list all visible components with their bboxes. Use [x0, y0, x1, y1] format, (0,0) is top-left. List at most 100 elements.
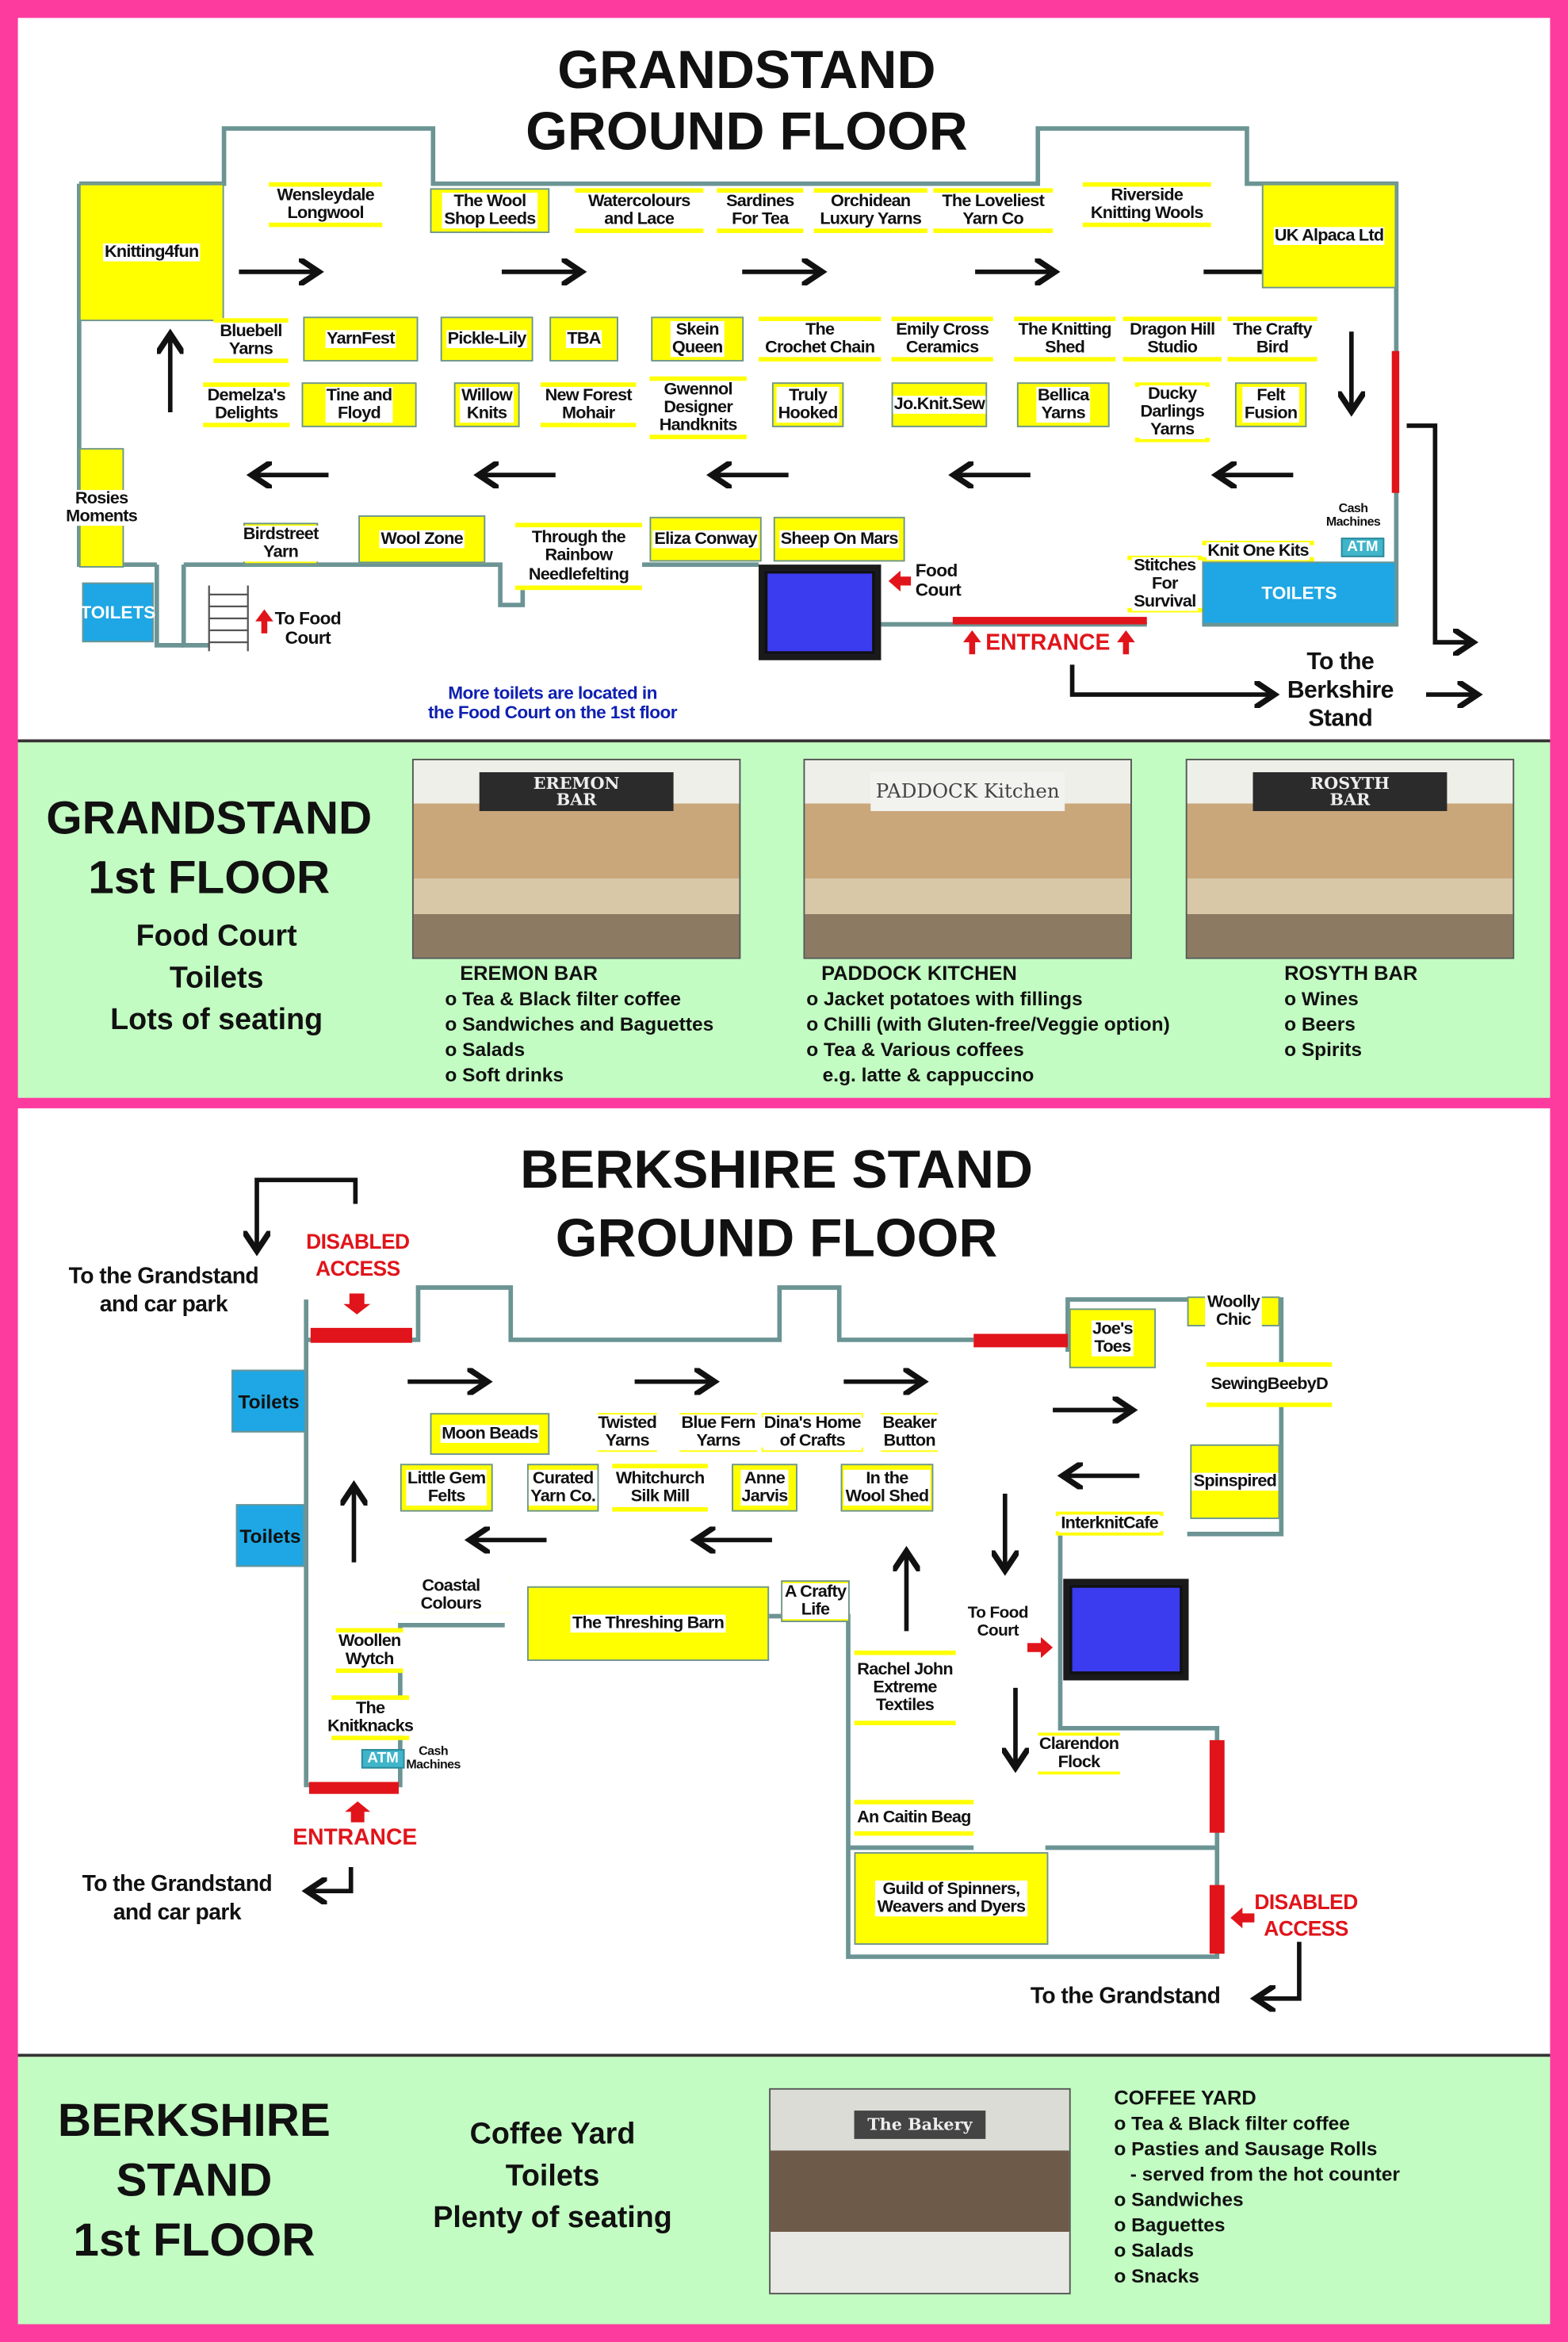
divider	[17, 739, 1551, 743]
stall-name: Knitting4fun	[103, 243, 201, 262]
stall-name: Ducky Darlings Yarns	[1138, 385, 1206, 440]
stall-20: SewingBeebyD	[1207, 1362, 1333, 1407]
disabled-access-right-label: DISABLED ACCESS	[1254, 1889, 1358, 1941]
stall-name: Eliza Conway	[652, 530, 759, 549]
stall-5: Orchidean Luxury Yarns	[813, 188, 927, 233]
stall-name: InterknitCafe	[1059, 1514, 1160, 1533]
stairs-icon	[208, 585, 249, 652]
stall-12: TBA	[549, 316, 618, 362]
stall-8: Anne Jarvis	[732, 1464, 797, 1512]
arrow-up-icon	[963, 630, 981, 655]
venue-name: EREMON BAR	[460, 962, 599, 985]
toilets-right: TOILETS	[1202, 561, 1397, 625]
stall-name: Woollen Wytch	[337, 1632, 403, 1669]
stall-name: Demelza's Delights	[205, 386, 287, 423]
stall-17: Dragon Hill Studio	[1122, 316, 1222, 362]
stall-6: Curated Yarn Co.	[526, 1464, 599, 1512]
venue-name: PADDOCK KITCHEN	[821, 962, 1017, 985]
bakery-sign: The Bakery	[854, 2110, 986, 2139]
stall-name: Moon Beads	[440, 1425, 540, 1444]
menu-item: o Sandwiches	[1114, 2188, 1244, 2211]
stall-name: Gwennol Designer Handknits	[657, 381, 739, 435]
to-food-court-stairs-label: To Food Court	[274, 607, 342, 648]
stall-name: Birdstreet Yarn	[241, 526, 320, 562]
stall-6: The Loveliest Yarn Co	[933, 188, 1054, 233]
stall-name: Spinspired	[1191, 1472, 1279, 1491]
stall-name: Knit One Kits	[1206, 541, 1310, 561]
stall-23: Clarendon Flock	[1038, 1732, 1121, 1775]
stall-1: Wensleydale Longwool	[269, 182, 383, 228]
grandstand-flow-arrows	[170, 272, 1475, 695]
title-line: GROUND FLOOR	[526, 100, 968, 163]
stall-name: Coastal Colours	[391, 1577, 511, 1613]
entrance-label: ENTRANCE	[985, 630, 1111, 656]
stall-name: Little Gem Felts	[406, 1469, 488, 1506]
menu-item: o Sandwiches and Baguettes	[445, 1012, 714, 1035]
stall-22: New Forest Mohair	[540, 382, 637, 427]
menu-item: o Spirits	[1284, 1038, 1363, 1061]
menu-item: e.g. latte & cappuccino	[806, 1063, 1034, 1086]
grandstand-first-features: Food Court Toilets Lots of seating	[59, 916, 373, 1041]
stall-20: Tine and Floyd	[301, 382, 417, 427]
stall-21: Willow Knits	[453, 382, 520, 427]
stall-32: Through the Rainbow Needlefelting	[514, 522, 643, 591]
menu-item: o Baguettes	[1114, 2214, 1226, 2237]
arrow-up-icon	[1117, 630, 1135, 655]
stall-4: Sardines For Tea	[717, 188, 804, 233]
divider	[17, 2053, 1551, 2057]
stall-name: Guild of Spinners, Weavers and Dyers	[875, 1880, 1027, 1917]
stall-name: Stitches For Survival	[1132, 557, 1198, 611]
lift-toilets-icon	[1063, 1579, 1189, 1681]
stall-name: Wool Zone	[379, 530, 465, 549]
menu-item: o Chilli (with Gluten-free/Veggie option…	[806, 1012, 1170, 1035]
venue-photo: ROSYTH BAR	[1185, 759, 1515, 959]
stall-name: YarnFest	[325, 330, 396, 349]
stall-8: UK Alpaca Ltd	[1261, 183, 1397, 289]
venue-sign: ROSYTH BAR	[1252, 771, 1448, 812]
title-line: BERKSHIRE STAND	[520, 1138, 1033, 1200]
arrow-up-icon	[255, 609, 273, 633]
stall-9: In the Wool Shed	[840, 1464, 934, 1512]
stall-19: Woolly Chic	[1187, 1293, 1280, 1330]
menu-item: o Beers	[1284, 1012, 1356, 1035]
berkshire-entrance-door	[308, 1781, 399, 1794]
coffee-yard-photo: The Bakery	[769, 2088, 1071, 2294]
stall-2: The Wool Shop Leeds	[430, 188, 550, 233]
stall-5: Little Gem Felts	[400, 1464, 493, 1512]
stall-name: Bluebell Yarns	[218, 322, 284, 359]
title-line: GRANDSTAND	[557, 38, 936, 101]
stall-23: Gwennol Designer Handknits	[649, 376, 747, 439]
arrow-left-icon	[1230, 1907, 1255, 1929]
menu-item: o Wines	[1284, 987, 1359, 1010]
disabled-access-door	[310, 1327, 412, 1343]
stall-name: Orchidean Luxury Yarns	[818, 192, 924, 229]
stall-3: Dina's Home of Crafts	[761, 1413, 863, 1452]
stall-name: Rosies Moments	[64, 489, 139, 526]
stall-21: Spinspired	[1190, 1444, 1280, 1520]
stall-25: Jo.Knit.Sew	[891, 382, 988, 427]
right-door-1	[1209, 1739, 1225, 1833]
stall-18: The Crafty Bird	[1227, 316, 1318, 362]
stall-name: Whitchurch Silk Mill	[614, 1469, 706, 1506]
title-line: GRANDSTAND	[46, 791, 373, 844]
stall-16: An Caitin Beag	[854, 1800, 974, 1836]
stall-name: Dragon Hill Studio	[1128, 320, 1217, 358]
stall-16: The Knitting Shed	[1014, 316, 1116, 362]
grandstand-entrance-door	[952, 617, 1147, 625]
stall-name: TBA	[565, 330, 602, 349]
venue-photo: PADDOCK Kitchen	[803, 759, 1132, 959]
venue-sign: PADDOCK Kitchen	[870, 771, 1065, 812]
to-berkshire-label: To the Berkshire Stand	[1287, 649, 1394, 733]
menu-item: o Salads	[445, 1038, 526, 1061]
stall-36: Knit One Kits	[1202, 541, 1314, 562]
title-line: BERKSHIRE	[57, 2094, 331, 2147]
stall-10: YarnFest	[303, 316, 419, 362]
stall-3: Watercolours and Lace	[575, 188, 704, 233]
toilets-note: More toilets are located in the Food Cou…	[428, 682, 678, 723]
to-food-court-label: To Food Court	[967, 1604, 1029, 1640]
menu-item: o Salads	[1114, 2239, 1195, 2262]
to-grandstand-right-label: To the Grandstand	[1030, 1983, 1221, 2009]
berkshire-side-door	[973, 1334, 1068, 1348]
title-line: 1st FLOOR	[88, 851, 331, 904]
